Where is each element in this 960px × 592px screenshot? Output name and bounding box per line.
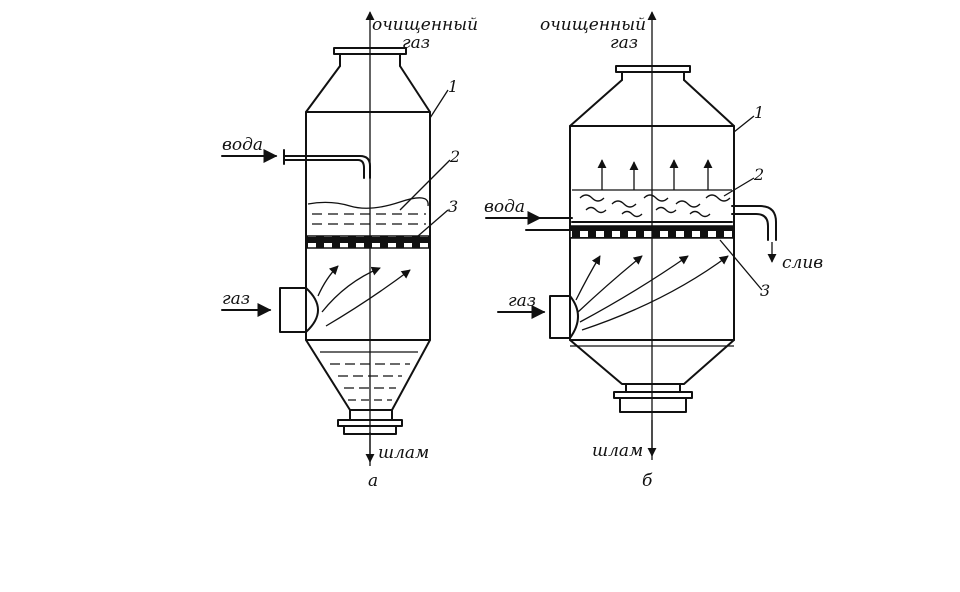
label-clean-gas-2-left: газ: [402, 33, 430, 53]
label-sludge-right: шлам: [592, 441, 643, 461]
liquid-layer-left: [307, 197, 429, 225]
label-variant-left: а: [368, 471, 378, 491]
label-clean-gas-1-left: очищенный: [372, 15, 478, 35]
label-gas-right: газ: [508, 291, 536, 311]
bottom-cone-right: [569, 339, 735, 385]
top-flange-right: [615, 65, 691, 73]
gas-inlet-right: [549, 295, 571, 339]
label-drain-right: слив: [782, 253, 823, 273]
callout-1-left: 1: [448, 77, 458, 96]
label-water-left: вода: [222, 135, 263, 155]
callout-2-right: 2: [753, 165, 764, 184]
drain-pipe-right: [731, 205, 777, 241]
sludge-liquid-left: [320, 351, 418, 401]
gas-flow-arrows-left: [317, 265, 411, 327]
callout-1-right: 1: [754, 103, 764, 122]
top-cone-left: [305, 65, 431, 113]
callout-3-right: 3: [760, 281, 770, 300]
label-variant-right: б: [642, 471, 653, 491]
water-pipe-left: [283, 149, 371, 179]
label-clean-gas-2-right: газ: [610, 33, 638, 53]
foam-flow-arrows-right: [597, 159, 713, 190]
gas-flow-arrows-right: [575, 255, 729, 331]
label-gas-left: газ: [222, 289, 250, 309]
label-water-right: вода: [484, 197, 525, 217]
apparatus-right: очищенный газ вода газ шлам слив б 1 2 3: [484, 11, 823, 491]
label-clean-gas-1-right: очищенный: [540, 15, 646, 35]
callout-2-left: 2: [449, 147, 460, 166]
gas-inlet-left: [279, 287, 307, 333]
label-sludge-left: шлам: [378, 443, 429, 463]
callout-3-left: 3: [448, 197, 458, 216]
apparatus-left: очищенный газ вода газ шлам а 1 2 3: [221, 11, 478, 491]
perforated-plate-left: [305, 235, 431, 249]
body-left: [305, 111, 431, 341]
